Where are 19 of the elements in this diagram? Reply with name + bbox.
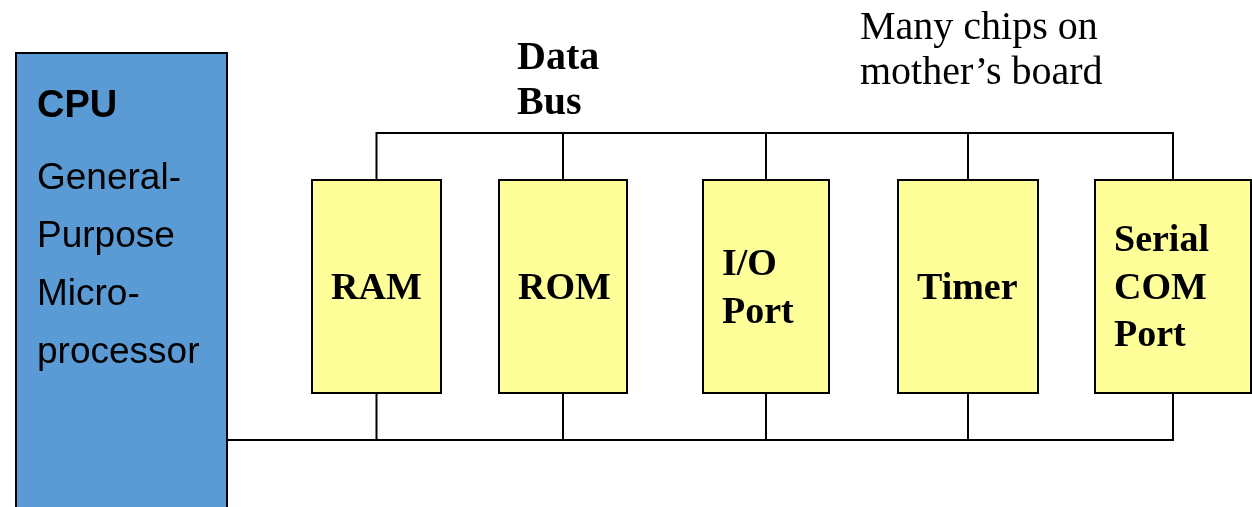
chip-label: Timer bbox=[917, 263, 1018, 309]
bus-line bbox=[765, 132, 969, 180]
cpu-box bbox=[15, 52, 228, 507]
chip-box bbox=[897, 179, 1039, 394]
chip-box bbox=[498, 179, 628, 394]
chip-label: RAM bbox=[331, 263, 422, 309]
chip-box bbox=[311, 179, 442, 394]
chip-label: Serial COM Port bbox=[1114, 216, 1210, 357]
bus-line bbox=[967, 132, 1174, 180]
box-title: CPU bbox=[37, 82, 119, 127]
bus-label: Data Bus bbox=[517, 34, 601, 124]
box-text: General-Purpose Micro-processor bbox=[37, 154, 201, 373]
chip-box bbox=[1094, 179, 1252, 394]
chip-label: ROM bbox=[518, 263, 611, 309]
chip-label: I/O Port bbox=[722, 240, 795, 333]
bus-line bbox=[562, 132, 767, 180]
bus-line bbox=[375, 132, 564, 180]
chip-box bbox=[702, 179, 830, 394]
note-text: Many chips on mother’s board bbox=[860, 4, 1104, 94]
